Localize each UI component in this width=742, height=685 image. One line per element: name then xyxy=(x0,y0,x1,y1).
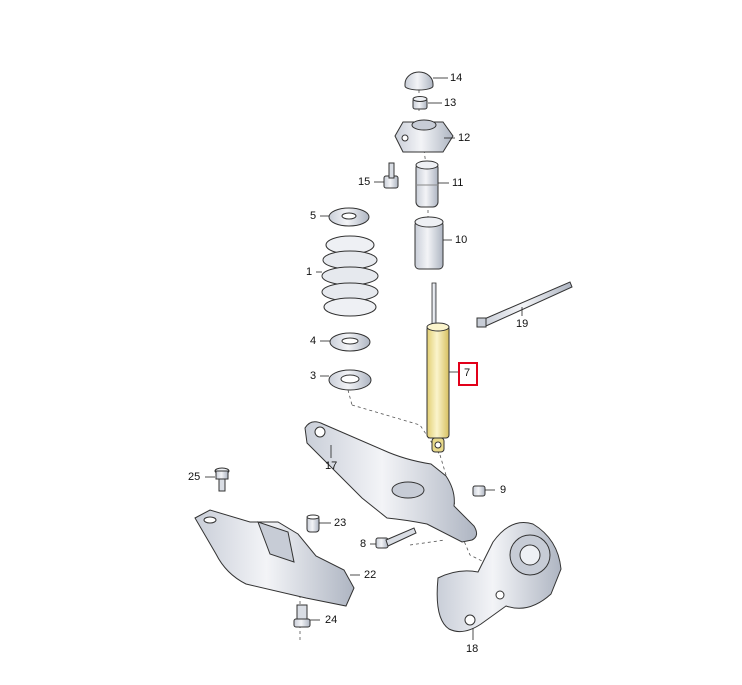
callout-12: 12 xyxy=(458,132,471,144)
callout-11: 11 xyxy=(452,177,464,189)
callout-7[interactable]: 7 xyxy=(464,367,471,379)
bushing-part xyxy=(306,514,320,533)
callout-9: 9 xyxy=(500,484,507,496)
mount-bolt-part xyxy=(293,604,311,628)
lower-spring-seat-part xyxy=(329,332,371,352)
callout-15: 15 xyxy=(358,176,371,188)
callout-22: 22 xyxy=(364,569,377,581)
callout-10: 10 xyxy=(455,234,468,246)
spring-pad-part xyxy=(328,369,372,391)
small-bolt-part xyxy=(214,467,230,492)
callout-14: 14 xyxy=(450,72,463,84)
arm-bolt-part xyxy=(375,527,417,549)
callout-24: 24 xyxy=(325,614,338,626)
bump-stop-part xyxy=(415,160,439,208)
callout-8: 8 xyxy=(360,538,367,550)
callout-13: 13 xyxy=(444,97,457,109)
top-mount-part xyxy=(394,119,454,153)
lower-control-arm-part xyxy=(304,421,478,543)
callout-25: 25 xyxy=(188,471,201,483)
callout-18: 18 xyxy=(466,643,479,655)
wheel-bearing-housing-part xyxy=(436,522,562,633)
protective-sleeve-part xyxy=(414,216,444,270)
callout-23: 23 xyxy=(334,517,347,529)
upper-spring-seat-part xyxy=(328,207,370,227)
callout-1: 1 xyxy=(306,266,313,278)
highlight-box xyxy=(458,362,478,386)
subframe-bracket-part xyxy=(194,509,355,607)
dust-cap-part xyxy=(404,71,434,91)
bolt-part xyxy=(383,162,399,189)
coil-spring-part xyxy=(321,235,379,317)
callout-4: 4 xyxy=(310,335,317,347)
callout-3: 3 xyxy=(310,370,317,382)
shock-absorber-part xyxy=(426,282,450,453)
callout-19: 19 xyxy=(516,318,529,330)
lock-nut-part xyxy=(472,485,486,497)
callout-17: 17 xyxy=(325,460,338,472)
nut-part xyxy=(412,96,428,110)
leader-lines xyxy=(205,77,523,640)
callout-5: 5 xyxy=(310,210,317,222)
cable-tie-part xyxy=(476,281,573,328)
